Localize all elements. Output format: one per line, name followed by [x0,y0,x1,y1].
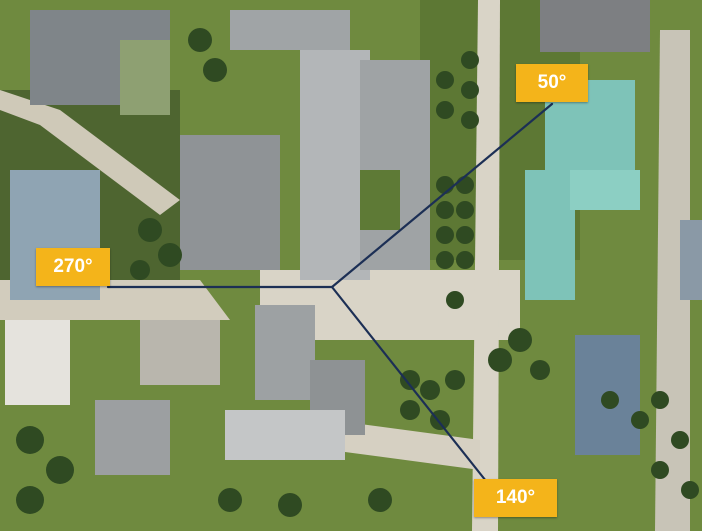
building-grey-square [180,135,280,270]
building-sw-white [5,320,70,405]
building-south-west [95,400,170,475]
building-south-white [225,410,345,460]
direction-label-50: 50° [516,64,588,102]
direction-line-140 [330,285,488,483]
parking-top-right [540,0,650,52]
direction-lines [106,102,554,483]
building-central-east [360,60,430,270]
direction-label-270: 270° [36,248,110,286]
direction-line-50 [330,102,554,289]
road-south-curve [330,420,480,470]
building-center-south [255,305,315,400]
building-sw-center [140,320,220,385]
building-east-strip [680,220,702,300]
building-north-block [230,10,350,50]
road-nw-diagonal [0,90,180,215]
building-courtyard [360,170,400,230]
building-central-tall [300,50,370,280]
trees [16,28,699,517]
building-teal-wing [525,170,575,300]
direction-label-140: 140° [474,479,557,517]
building-nw-roofgarden [120,40,170,115]
road-main-avenue [472,0,500,531]
building-teal-east [570,170,640,210]
